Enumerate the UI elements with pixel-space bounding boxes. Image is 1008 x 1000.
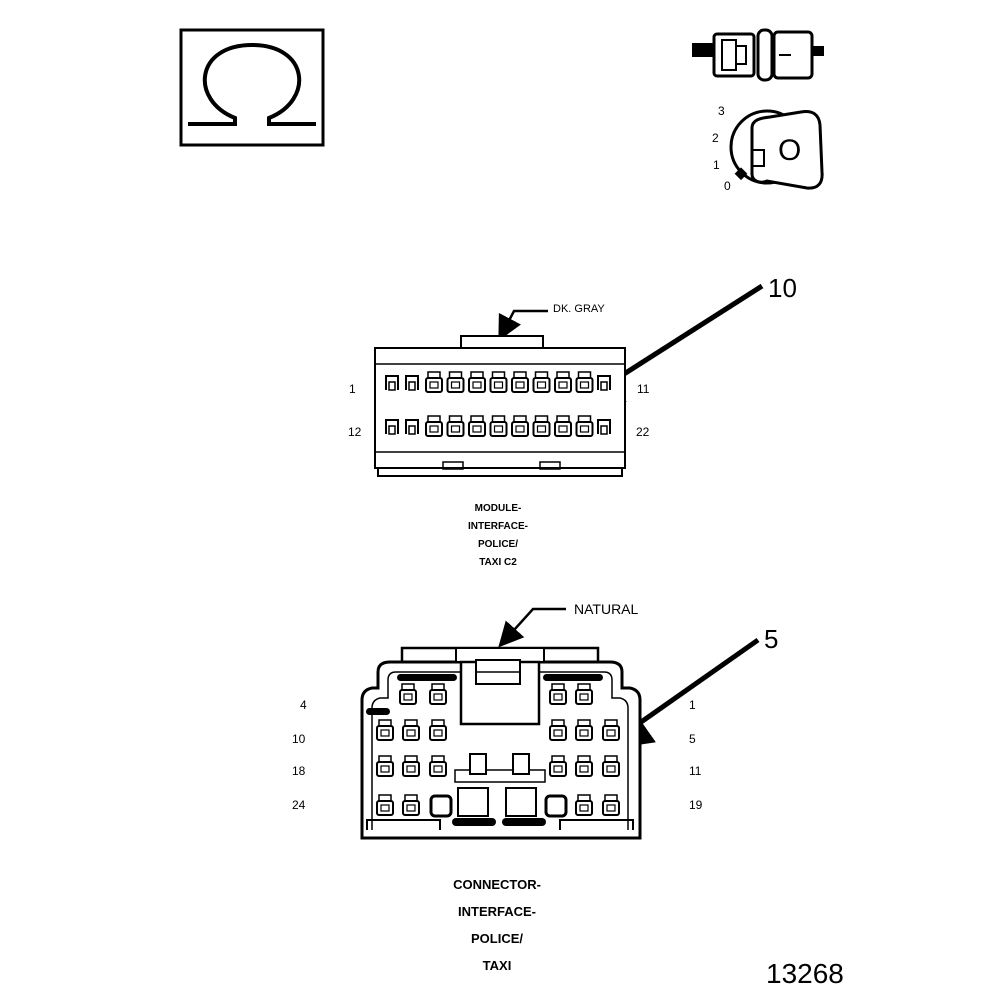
key-letter-label: O [778,134,802,167]
module-cavity-bottom [446,415,465,437]
interface-cavity-right [549,755,567,777]
interface-left-pin-10: 10 [292,732,306,746]
callout-10: 10 [768,273,797,303]
module-cavity-top [425,371,443,393]
module-cavity-bottom [575,415,594,437]
omega-icon [179,28,325,147]
interface-left-pin-24: 24 [292,798,306,812]
figure-number: 13268 [766,958,844,989]
module-connector-pins [385,371,611,437]
dk-gray-label: DK. GRAY [553,303,605,315]
module-cavity-top [468,371,486,393]
interface-connector-pins [376,683,620,816]
module-caption-line-4: TAXI C2 [479,557,517,568]
interface-cavity-right [575,794,593,816]
module-pin-1-label: 1 [349,382,356,396]
interface-cavity-right [602,755,620,777]
module-cavity-bottom [511,415,529,437]
interface-cavity-right [549,719,567,741]
interface-cavity-right [602,794,620,816]
module-edge-cavity [597,419,611,435]
interface-cavity-right [575,719,593,741]
dk-gray-leader [498,309,548,341]
module-cavity-top [446,371,465,393]
interface-cavity-left [429,755,447,777]
interface-right-pin-1: 1 [689,698,696,712]
interface-cavity-left [429,719,447,741]
module-edge-cavity [405,419,419,435]
interface-latch-bars [366,674,603,826]
module-cavity-bottom [468,415,486,437]
interface-cavity-left [402,794,420,816]
module-edge-cavity [385,375,399,391]
module-cavity-top [511,371,529,393]
interface-left-pin-18: 18 [292,764,306,778]
module-pin-22-label: 22 [636,425,650,439]
module-cavity-bottom [532,415,551,437]
module-cavity-top [532,371,551,393]
interface-right-pin-19: 19 [689,798,703,812]
connector-side-icon [692,28,824,82]
interface-right-pin-11: 11 [689,764,702,778]
natural-leader [498,607,566,648]
module-cavity-top [554,371,572,393]
interface-connector [360,646,642,840]
module-cavity-bottom [554,415,572,437]
key-position-2: 2 [712,131,719,145]
interface-caption: CONNECTOR- INTERFACE- POLICE/ TAXI [407,871,587,979]
key-position-0: 0 [724,179,731,193]
module-edge-cavity [385,419,399,435]
interface-cavity-right [575,755,593,777]
interface-caption-line-3: POLICE/ [470,931,523,946]
interface-cavity-left [402,719,420,741]
interface-cavity-left [376,755,394,777]
module-edge-cavity [405,375,419,391]
interface-left-pin-4: 4 [300,698,307,712]
interface-cavity-left [429,683,447,705]
interface-cavity-left [376,794,394,816]
module-cavity-bottom [489,415,508,437]
module-cavity-top [489,371,508,393]
ignition-switch-icon [729,109,824,190]
interface-cavity-left [399,683,417,705]
module-cavity-bottom [425,415,443,437]
module-pin-11-label: 11 [637,382,650,396]
module-connector [374,335,626,477]
interface-right-pin-5: 5 [689,732,696,746]
key-position-3: 3 [718,104,725,118]
interface-caption-line-2: INTERFACE- [458,904,536,919]
module-cavity-top [575,371,594,393]
interface-cavity-left [376,719,394,741]
natural-label: NATURAL [574,601,639,617]
module-caption-line-2: INTERFACE- [468,521,528,532]
module-caption-line-3: POLICE/ [477,539,518,550]
module-pin-12-label: 12 [348,425,362,439]
key-position-1: 1 [713,158,720,172]
interface-cavity-right [549,683,567,705]
callout-5: 5 [764,624,779,654]
module-caption: MODULE- INTERFACE- POLICE/ TAXI C2 [428,500,568,572]
module-edge-cavity [597,375,611,391]
interface-cavity-right [575,683,593,705]
interface-cavity-right [602,719,620,741]
interface-caption-line-1: CONNECTOR- [453,877,541,892]
module-caption-line-1: MODULE- [474,503,522,514]
interface-cavity-left [402,755,420,777]
interface-caption-line-4: TAXI [482,958,512,973]
